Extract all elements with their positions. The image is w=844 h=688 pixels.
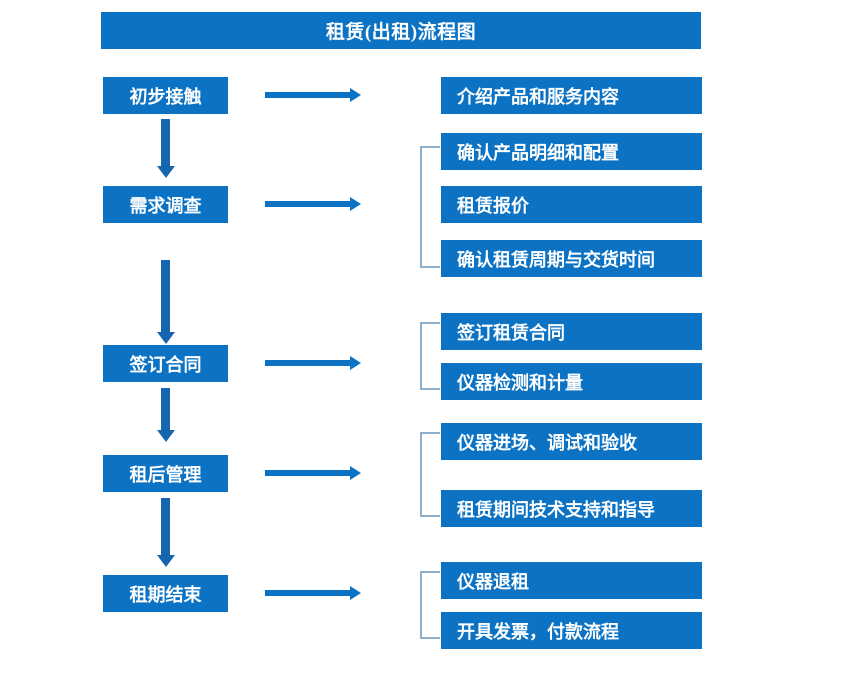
output-node-9[interactable]: 仪器退租 <box>441 562 702 599</box>
arrow-right-5 <box>265 586 361 600</box>
arrowhead-right-icon <box>350 88 361 102</box>
arrowhead-right-icon <box>350 197 361 211</box>
stage-node-1[interactable]: 初步接触 <box>103 77 228 114</box>
arrowhead-right-icon <box>350 356 361 370</box>
stage-node-5[interactable]: 租期结束 <box>103 575 228 612</box>
arrow-down-4 <box>156 498 175 567</box>
output-node-5[interactable]: 签订租赁合同 <box>441 313 702 350</box>
output-node-7[interactable]: 仪器进场、调试和验收 <box>441 423 702 460</box>
output-node-10[interactable]: 开具发票，付款流程 <box>441 612 702 649</box>
output-node-6[interactable]: 仪器检测和计量 <box>441 363 702 400</box>
output-node-4[interactable]: 确认租赁周期与交货时间 <box>441 240 702 277</box>
arrowhead-down-icon <box>156 332 175 344</box>
arrow-right-2 <box>265 197 361 211</box>
output-node-3[interactable]: 租赁报价 <box>441 186 702 223</box>
arrowhead-down-icon <box>156 166 175 178</box>
output-node-1[interactable]: 介绍产品和服务内容 <box>441 77 702 114</box>
stage-node-2[interactable]: 需求调查 <box>103 186 228 223</box>
arrow-right-3 <box>265 356 361 370</box>
output-node-8[interactable]: 租赁期间技术支持和指导 <box>441 490 702 527</box>
group-bracket-4 <box>420 432 440 517</box>
output-node-2[interactable]: 确认产品明细和配置 <box>441 133 702 170</box>
arrow-down-2 <box>156 260 175 344</box>
stage-node-3[interactable]: 签订合同 <box>103 345 228 382</box>
arrowhead-down-icon <box>156 430 175 442</box>
flowchart-title: 租赁(出租)流程图 <box>101 12 701 49</box>
arrow-right-1 <box>265 88 361 102</box>
arrow-down-1 <box>156 119 175 178</box>
arrow-down-3 <box>156 388 175 442</box>
group-bracket-2 <box>420 146 440 268</box>
group-bracket-3 <box>420 322 440 390</box>
arrowhead-down-icon <box>156 555 175 567</box>
arrowhead-right-icon <box>350 466 361 480</box>
arrow-right-4 <box>265 466 361 480</box>
group-bracket-5 <box>420 571 440 639</box>
arrowhead-right-icon <box>350 586 361 600</box>
stage-node-4[interactable]: 租后管理 <box>103 455 228 492</box>
